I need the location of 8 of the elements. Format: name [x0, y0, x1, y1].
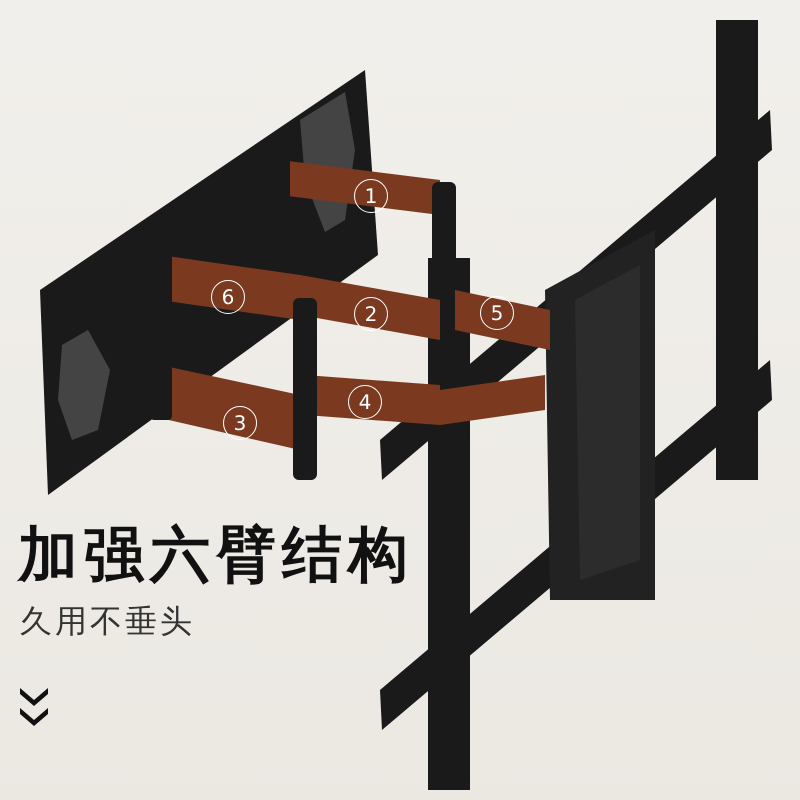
callout-number: 1 — [354, 179, 388, 213]
callout-number: 3 — [223, 406, 257, 440]
subheading: 久用不垂头 — [20, 601, 195, 642]
callout-number: 6 — [211, 280, 245, 314]
callout-number: 2 — [354, 297, 388, 331]
callout-number: 5 — [480, 296, 514, 330]
callout-number: 4 — [348, 385, 382, 419]
heading: 加强六臂结构 — [18, 519, 414, 592]
